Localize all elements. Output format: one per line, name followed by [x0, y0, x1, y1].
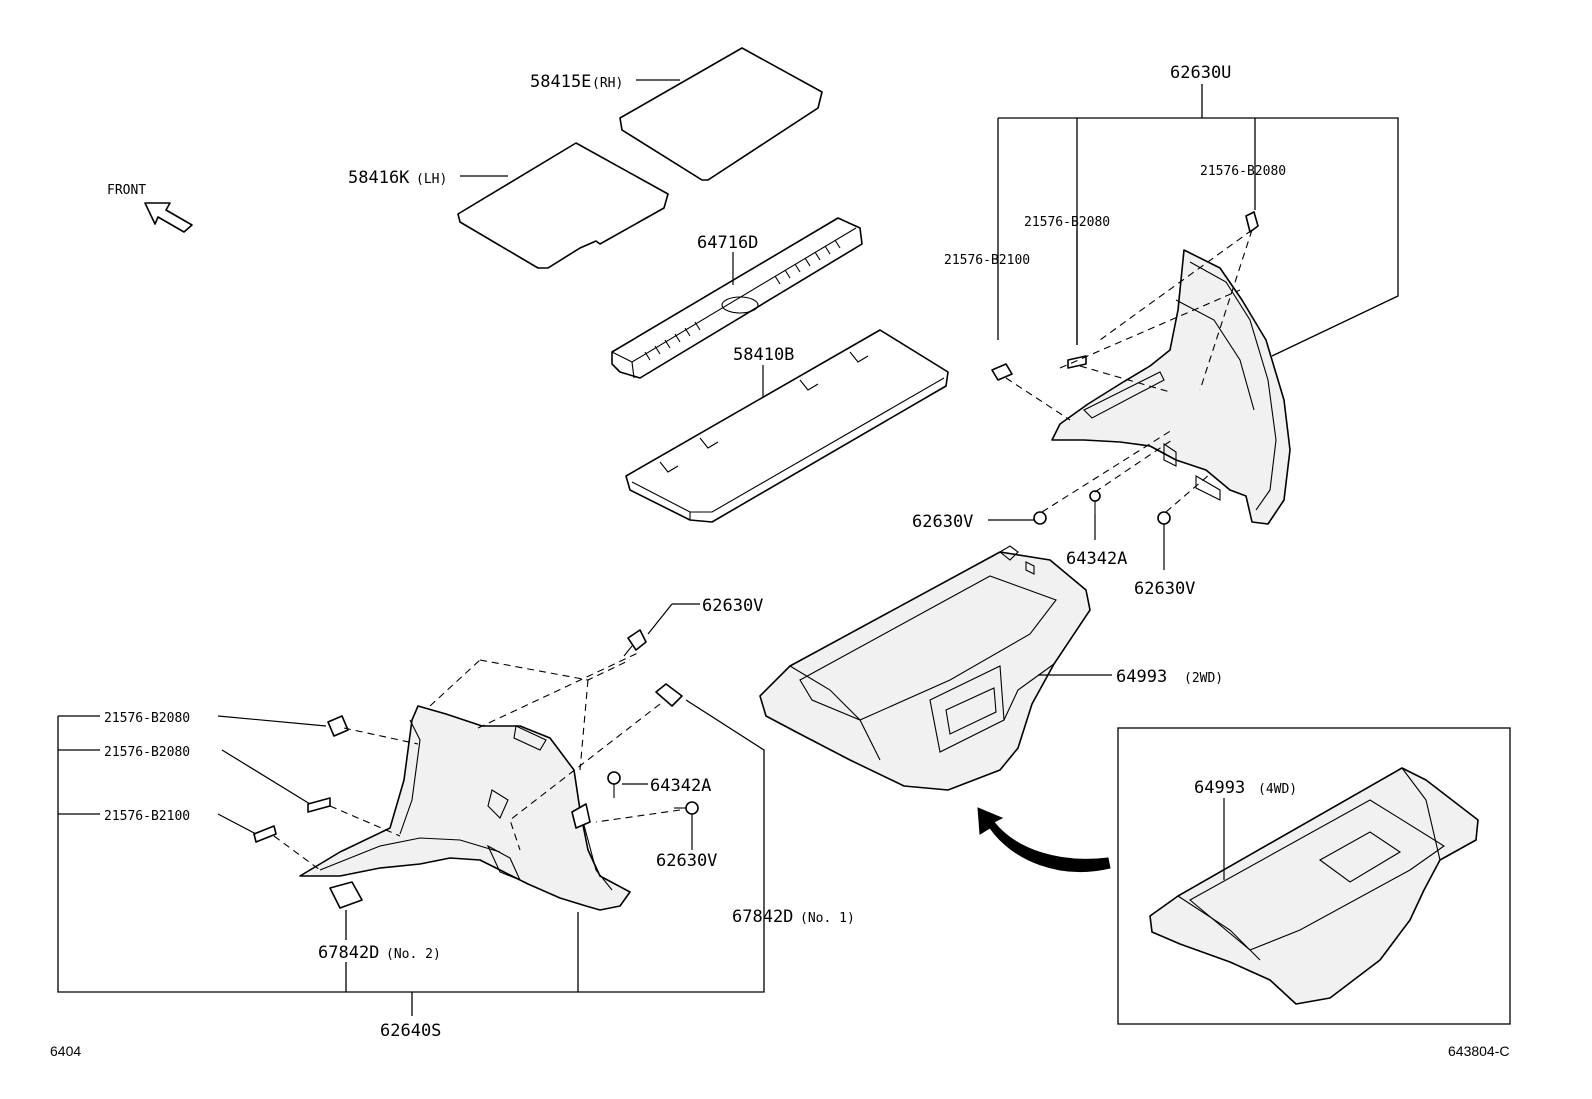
label-67842D-no1: 67842D [732, 907, 793, 927]
label-58416K-suffix: (LH) [416, 172, 447, 187]
label-lh-62630V-top: 62630V [702, 596, 763, 616]
front-arrow-icon [144, 202, 193, 233]
part-64993-2wd: 64993 (2WD) [759, 545, 1223, 791]
label-67842D-no2-suffix: (No. 2) [386, 947, 441, 962]
label-64993-4wd-suffix: (4WD) [1258, 782, 1297, 797]
label-rh-64342A: 64342A [1066, 549, 1127, 569]
label-58415E: 58415E [530, 72, 591, 92]
label-lh-64342A: 64342A [650, 776, 711, 796]
rh-screws: 62630V 64342A 62630V [912, 429, 1211, 599]
part-58416K: 58416K (LH) [348, 142, 669, 269]
label-rh-62630V-a: 62630V [912, 512, 973, 532]
front-indicator: FRONT [107, 183, 193, 233]
label-67842D-no2: 67842D [318, 943, 379, 963]
label-62630U: 62630U [1170, 63, 1231, 83]
label-lh-21576-B2080-b: 21576-B2080 [104, 745, 190, 760]
label-67842D-no1-suffix: (No. 1) [800, 911, 855, 926]
label-rh-21576-B2100: 21576-B2100 [944, 253, 1030, 268]
part-58415E: 58415E (RH) [530, 47, 823, 181]
label-lh-62630V-mid: 62630V [656, 851, 717, 871]
label-64993-2wd-suffix: (2WD) [1184, 671, 1223, 686]
label-58416K: 58416K [348, 168, 410, 188]
bracket-62640S: 62640S [57, 699, 765, 1041]
label-lh-21576-B2100: 21576-B2100 [104, 809, 190, 824]
label-62640S: 62640S [380, 1021, 441, 1041]
bracket-62630U: 62630U [997, 63, 1399, 357]
inset-4wd: 64993 (4WD) [1117, 727, 1511, 1025]
front-label: FRONT [107, 183, 146, 198]
label-rh-21576-B2080-b: 21576-B2080 [1200, 164, 1286, 179]
label-rh-62630V-b: 62630V [1134, 579, 1195, 599]
part-58410B: 58410B [625, 329, 949, 523]
part-64716D: 64716D [611, 217, 863, 379]
lh-fasteners: 62630V 64342A 62630V 67842D (No. 1) 6784… [318, 596, 855, 963]
label-64716D: 64716D [697, 233, 758, 253]
label-lh-21576-B2080-a: 21576-B2080 [104, 711, 190, 726]
label-rh-21576-B2080-a: 21576-B2080 [1024, 215, 1110, 230]
label-64993-4wd: 64993 [1194, 778, 1245, 798]
page-number-right: 643804-C [1448, 1043, 1510, 1059]
label-58410B: 58410B [733, 345, 794, 365]
page-number-left: 6404 [50, 1043, 81, 1059]
lh-clips: 21576-B2080 21576-B2080 21576-B2100 [104, 711, 419, 871]
part-lh-side-trim [299, 705, 631, 911]
curved-arrow-icon [977, 807, 1111, 872]
label-64993-2wd: 64993 [1116, 667, 1167, 687]
rh-clips: 21576-B2080 21576-B2080 21576-B2100 [944, 164, 1286, 421]
part-rh-side-trim [1051, 249, 1291, 525]
label-58415E-suffix: (RH) [592, 76, 623, 91]
